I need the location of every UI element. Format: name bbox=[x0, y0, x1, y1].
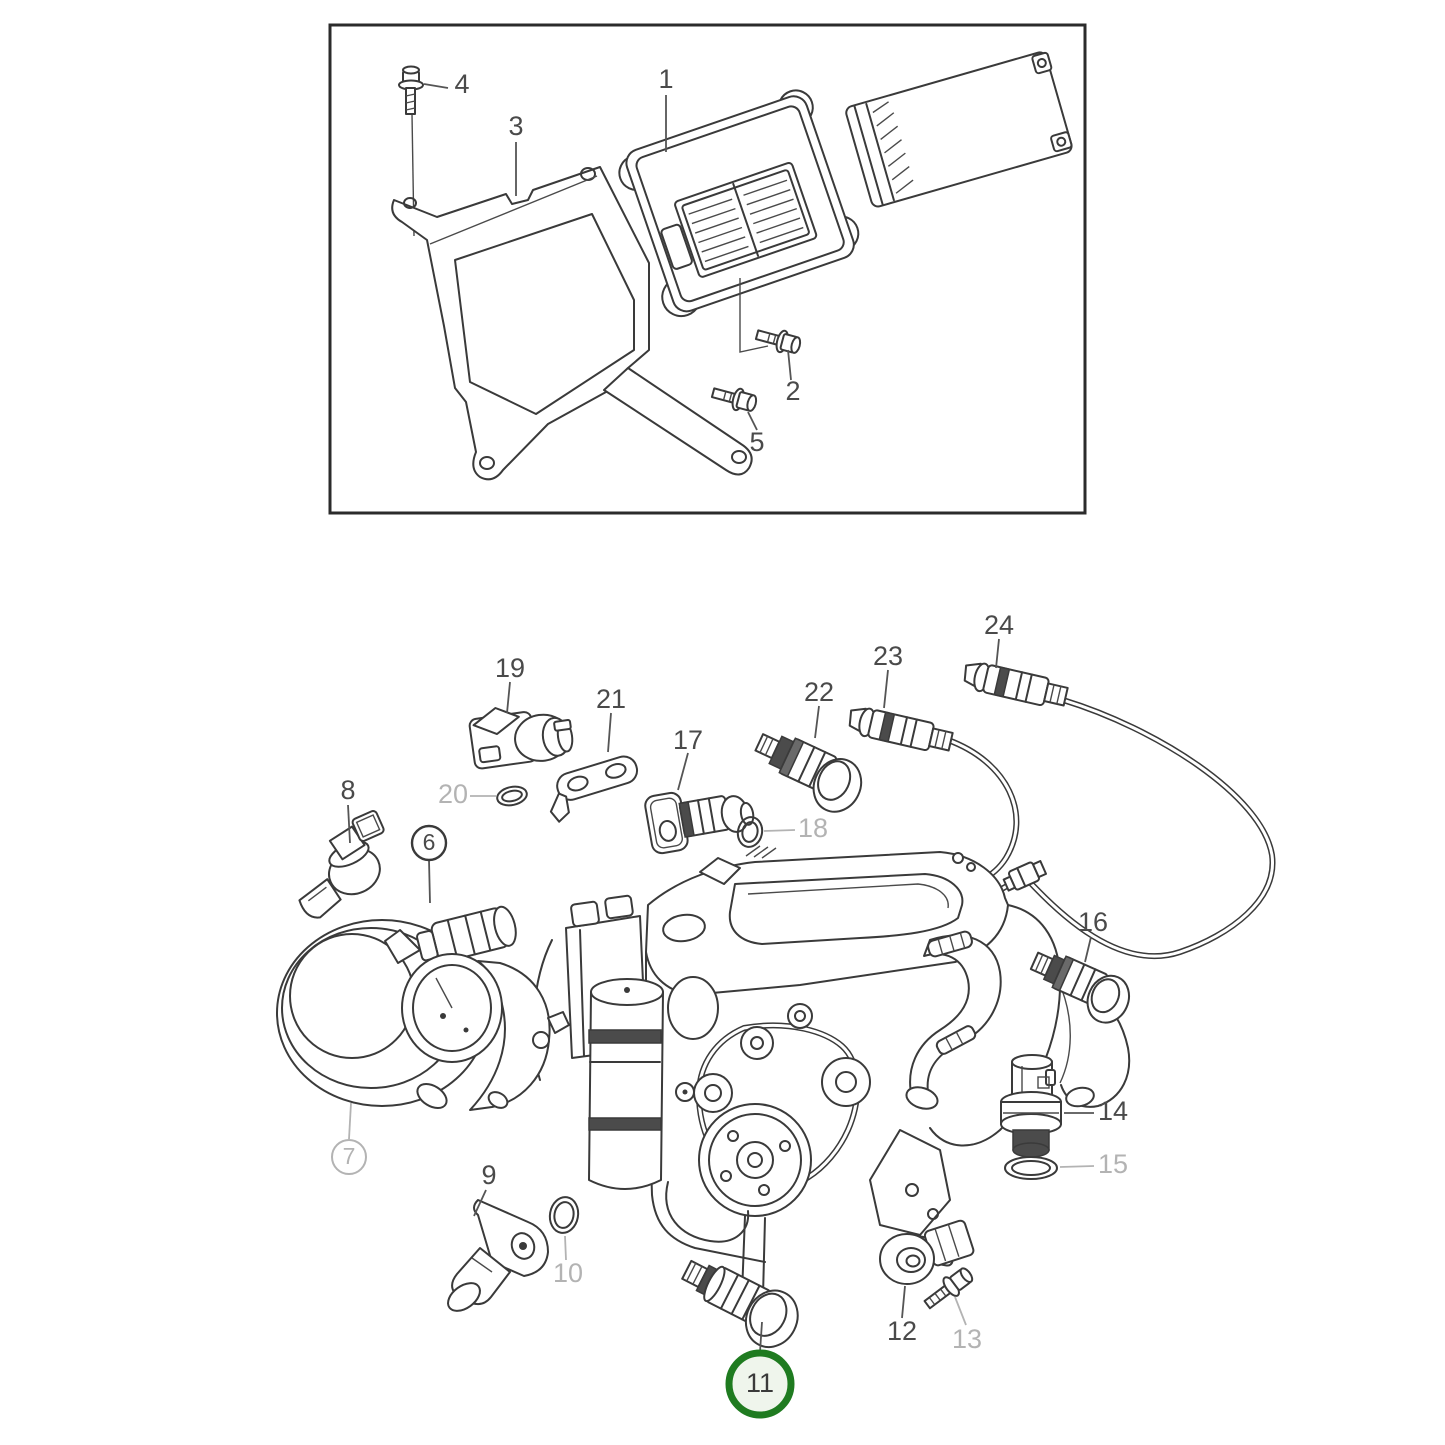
part-24-oxygen-sensor bbox=[963, 662, 1069, 707]
callout-6-circle[interactable] bbox=[410, 824, 448, 862]
part-15-o-ring bbox=[1004, 1156, 1058, 1180]
crank-pulley bbox=[698, 1103, 812, 1217]
callout-22[interactable]: 22 bbox=[804, 677, 834, 707]
bolt-5 bbox=[710, 387, 758, 412]
oil-filter bbox=[588, 978, 664, 1190]
callouts: 1 2 3 4 5 6 7 8 9 10 11 12 13 14 15 16 1… bbox=[331, 64, 1128, 1419]
bolt-13 bbox=[923, 1267, 974, 1310]
cable-clip bbox=[1002, 860, 1048, 892]
engine-assembly bbox=[532, 845, 1131, 1303]
callout-17[interactable]: 17 bbox=[673, 725, 703, 755]
callout-6[interactable]: 6 bbox=[423, 829, 436, 855]
part-22-temperature-sensor bbox=[754, 733, 863, 813]
leader-lines bbox=[347, 83, 1095, 1353]
callout-20[interactable]: 20 bbox=[438, 779, 468, 809]
callout-4[interactable]: 4 bbox=[454, 69, 469, 99]
callout-18[interactable]: 18 bbox=[798, 813, 828, 843]
callout-10[interactable]: 10 bbox=[553, 1258, 583, 1288]
part-8-oil-pressure-sensor bbox=[298, 810, 385, 919]
callout-7[interactable]: 7 bbox=[343, 1143, 356, 1169]
callout-21[interactable]: 21 bbox=[596, 684, 626, 714]
bolt-4 bbox=[398, 65, 424, 115]
callout-14[interactable]: 14 bbox=[1098, 1096, 1128, 1126]
part-9-cam-position-sensor bbox=[447, 1199, 549, 1312]
callout-2[interactable]: 2 bbox=[785, 376, 800, 406]
callout-9[interactable]: 9 bbox=[481, 1160, 496, 1190]
part-10-o-ring bbox=[548, 1196, 580, 1234]
part-14-coolant-temp-sensor bbox=[1000, 1054, 1062, 1158]
callout-24[interactable]: 24 bbox=[984, 610, 1014, 640]
part-16-temperature-sensor bbox=[1029, 951, 1131, 1024]
callout-2-bracket-line bbox=[739, 278, 769, 353]
callout-23[interactable]: 23 bbox=[873, 641, 903, 671]
callout-3[interactable]: 3 bbox=[508, 111, 523, 141]
callout-1[interactable]: 1 bbox=[658, 64, 673, 94]
callout-12[interactable]: 12 bbox=[887, 1316, 917, 1346]
part-17-camshaft-sensor bbox=[644, 791, 755, 855]
callout-11[interactable]: 11 bbox=[746, 1368, 774, 1398]
part-23-oxygen-sensor bbox=[848, 707, 954, 752]
part-18-o-ring bbox=[736, 816, 764, 848]
part-12-knock-sensor bbox=[879, 1219, 975, 1285]
callout-16[interactable]: 16 bbox=[1078, 907, 1108, 937]
ecu-box-frame bbox=[328, 23, 1087, 515]
callout-19[interactable]: 19 bbox=[495, 653, 525, 683]
callout-5[interactable]: 5 bbox=[749, 427, 764, 457]
callout-13[interactable]: 13 bbox=[952, 1324, 982, 1354]
part-19-map-sensor bbox=[468, 707, 574, 770]
callout-15[interactable]: 15 bbox=[1098, 1149, 1128, 1179]
part-3-ecu-bracket bbox=[391, 113, 753, 481]
ecu-cover bbox=[845, 51, 1073, 208]
part-20-o-ring bbox=[496, 785, 528, 807]
callout-7-circle[interactable] bbox=[331, 1139, 367, 1175]
part-6-throttle-body bbox=[384, 905, 570, 1111]
throttle-actuator bbox=[416, 905, 517, 963]
callout-8[interactable]: 8 bbox=[340, 775, 355, 805]
part-21-bracket bbox=[549, 755, 639, 823]
bolt-2 bbox=[754, 329, 802, 354]
part-1-ecu-module bbox=[618, 89, 860, 318]
part-11-coolant-temp-sensor bbox=[681, 1259, 799, 1349]
callout-11-highlight-circle[interactable] bbox=[725, 1349, 795, 1419]
